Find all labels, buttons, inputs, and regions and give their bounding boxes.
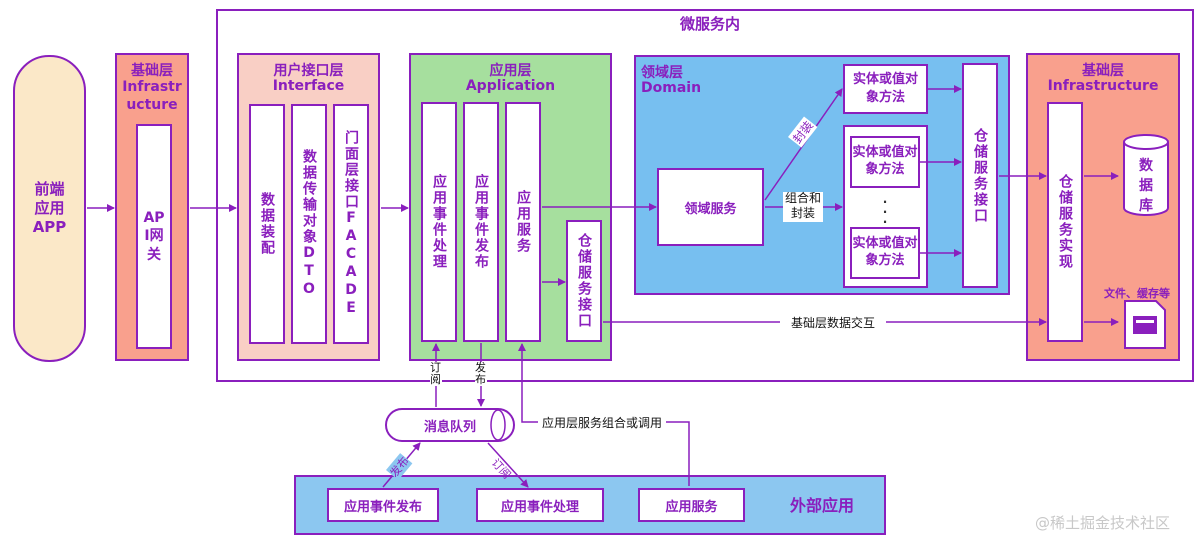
app-repository-interface: 仓储服务接口 (566, 220, 602, 342)
entity-method-bottom: 实体或值对象方法 (850, 227, 920, 279)
frontend-app: 前端 应用 APP (13, 55, 86, 362)
ext-event-handler: 应用事件处理 (476, 488, 604, 522)
files-cache-label: 文件、缓存等 (1104, 287, 1170, 300)
application-title-en: Application (465, 78, 556, 94)
app-event-publisher: 应用事件发布 (463, 102, 499, 342)
data-assembly: 数据装配 (249, 104, 285, 344)
entity-dots: . . . (882, 192, 888, 226)
ext-app-service: 应用服务 (638, 488, 745, 522)
edge-label-publish: 发布 (475, 361, 487, 386)
dto: 数据传输对象DTO (291, 104, 327, 344)
file-icon (1124, 300, 1166, 349)
database-label: 数据库 (1139, 158, 1153, 214)
api-gateway: API网关 (136, 124, 172, 349)
external-title: 外部应用 (790, 496, 855, 515)
edge-label-app-compose: 应用层服务组合或调用 (541, 416, 662, 430)
edge-ext-subscribe (487, 442, 529, 488)
database-icon (1123, 134, 1169, 216)
app-event-handler: 应用事件处理 (421, 102, 457, 342)
queue-tube-caps (490, 409, 506, 441)
infra-right-title-en: Infrastructure (1047, 78, 1159, 94)
entity-method-mid: 实体或值对象方法 (850, 136, 920, 188)
infra-left-title-en: Infrastructure (122, 79, 182, 113)
repository-implementation: 仓储服务实现 (1047, 102, 1083, 342)
edge-label-infra-data: 基础层数据交互 (790, 316, 875, 330)
edge-label-compose: 组合和 封装 (784, 191, 821, 220)
infra-left-title-cn: 基础层 (131, 63, 173, 79)
entity-method-top: 实体或值对象方法 (843, 64, 928, 114)
microservice-frame (216, 9, 1194, 382)
domain-service: 领域服务 (657, 168, 764, 246)
interface-title-cn: 用户接口层 (273, 63, 344, 79)
infra-right-title-cn: 基础层 (1082, 63, 1124, 79)
application-title-cn: 应用层 (489, 63, 532, 79)
ext-event-publisher: 应用事件发布 (327, 488, 439, 522)
entity-group (843, 125, 928, 288)
facade: 门面层接口FACADE (333, 104, 369, 344)
edge-label-subscribe: 订阅 (430, 361, 442, 386)
watermark: @稀土掘金技术社区 (1035, 514, 1171, 532)
domain-title-cn: 领域层 (641, 65, 683, 81)
interface-title-en: Interface (272, 78, 345, 94)
microservice-title: 微服务内 (679, 15, 740, 33)
domain-title-en: Domain (641, 80, 702, 96)
domain-repository-interface: 仓储服务接口 (962, 63, 998, 288)
app-service: 应用服务 (505, 102, 541, 342)
